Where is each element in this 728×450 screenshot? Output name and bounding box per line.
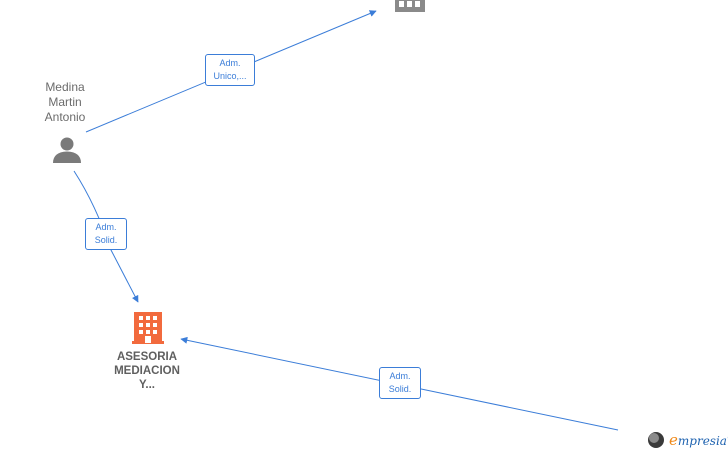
edge-label-line: Unico,... [213,71,247,81]
edge-label-role[interactable]: Adm. Solid. [379,367,421,399]
building-icon[interactable] [132,312,164,344]
edge-label-line: Adm. [389,371,411,381]
person-name-line: Medina [45,80,85,94]
edge-label-line: Solid. [94,235,118,245]
company-name-line: MEDIACION [114,365,180,377]
person-icon[interactable] [53,137,81,164]
empresia-wordmark: empresia® [669,431,728,449]
person-name-line: Antonio [44,110,86,124]
company-name-label[interactable]: ASESORIA MEDIACION Y... [102,350,192,392]
edge-label-role[interactable]: Adm. Solid. [85,218,127,250]
edge-label-line: Adm. [219,58,241,68]
building-icon[interactable] [395,0,425,12]
person-name-line: Martin [48,95,82,109]
edge-label-line: Adm. [95,222,117,232]
empresia-logo: empresia® [646,430,728,450]
company-name-line: Y... [139,379,155,391]
person-name-label[interactable]: Medina Martin Antonio [35,80,95,125]
empresia-globe-icon [648,432,664,448]
edge-label-role[interactable]: Adm. Unico,... [205,54,255,86]
company-name-line: ASESORIA [116,351,178,363]
edge-label-line: Solid. [388,384,412,394]
